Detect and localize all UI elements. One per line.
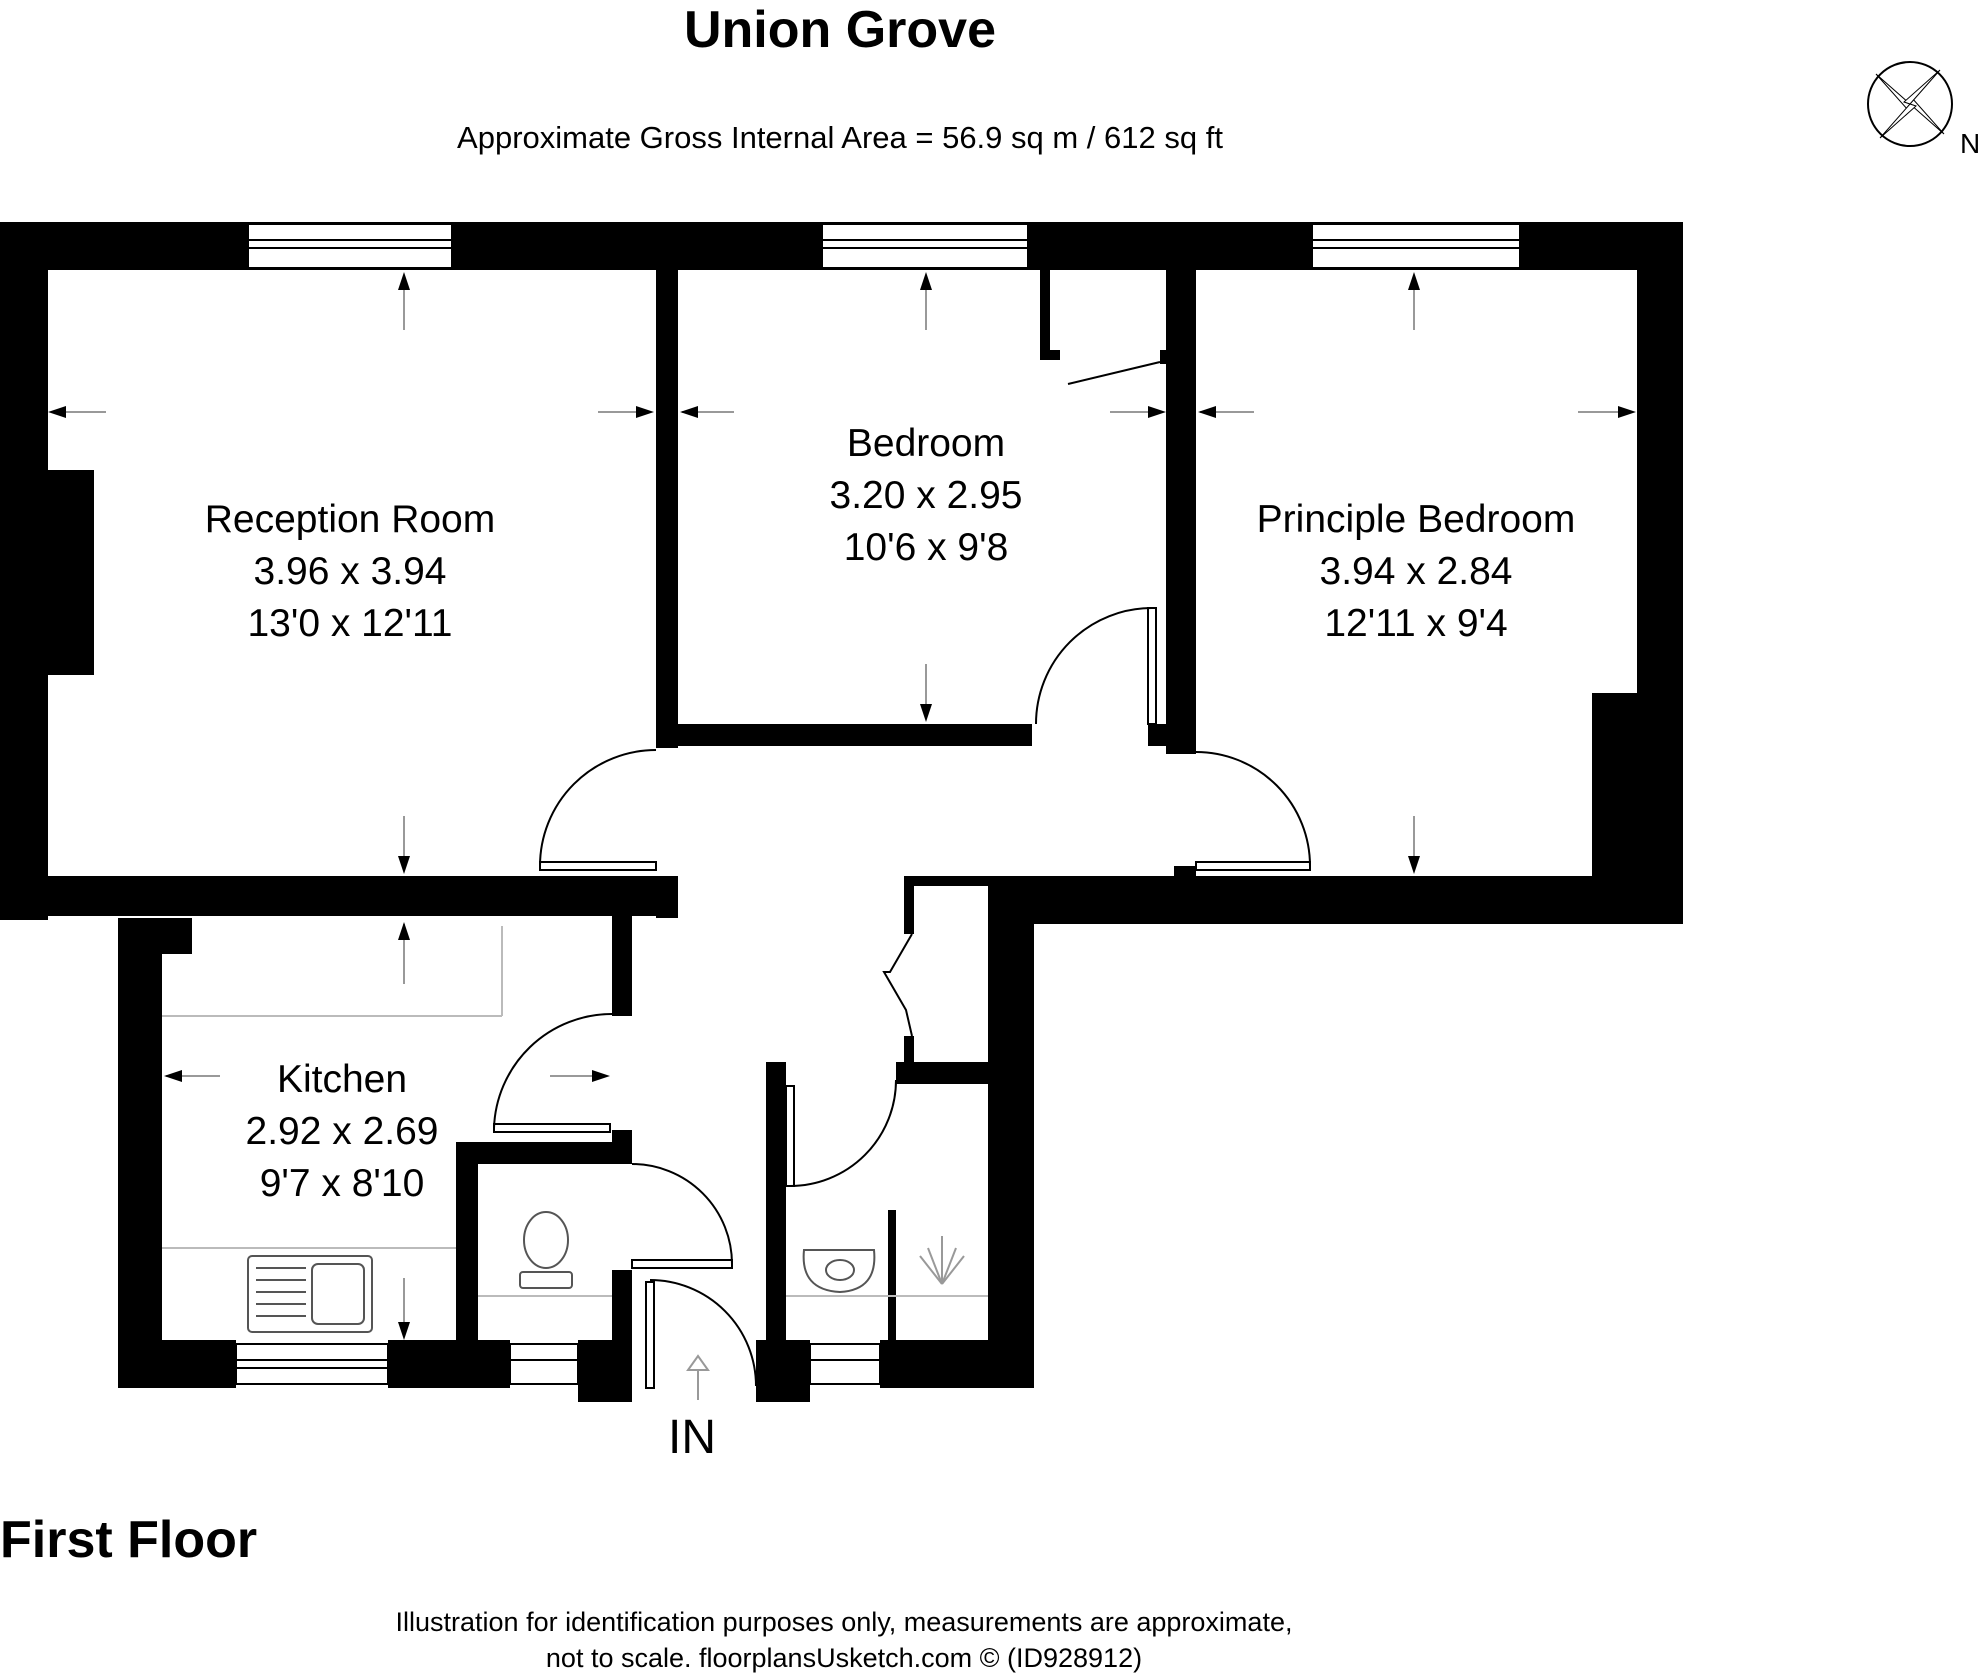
window-wc [509,1343,579,1385]
chimney-right [1592,693,1637,883]
wall-bath-right [988,880,1034,1388]
floor-label: First Floor [0,1511,258,1569]
entrance-label: IN [668,1411,716,1464]
windows [235,223,1521,1385]
room-imperial: 9'7 x 8'10 [259,1162,425,1205]
room-principle-bedroom: Principle Bedroom 3.94 x 2.84 12'11 x 9'… [1257,494,1576,650]
wall-wc-left [456,1142,478,1340]
door-bath [785,1085,795,1187]
door-wc [631,1259,733,1269]
wall-bedroom-bottom [678,724,1032,746]
disclaimer-line-1: Illustration for identification purposes… [395,1607,1293,1637]
window-principle [1311,223,1521,269]
wall-bedroom-principle [1166,270,1196,754]
wall-reception-bedroom [656,270,678,748]
wall-bath-top [896,1062,988,1084]
wall-bottom-a [118,1340,236,1388]
plan-title: Union Grove [683,1,997,59]
room-bedroom: Bedroom 3.20 x 2.95 10'6 x 9'8 [830,418,1023,574]
toilet [523,1211,569,1269]
fixtures [162,926,988,1333]
walls [0,222,1683,1402]
dimension-arrows [48,272,1636,1340]
disclaimer: Illustration for identification purposes… [0,1604,1688,1676]
window-reception [247,223,453,269]
compass-icon [1867,61,1953,147]
wall-bottom-c [578,1340,632,1402]
basin [802,1249,876,1294]
disclaimer-line-2: not to scale. floorplansUsketch.com © (I… [545,1643,1143,1673]
wall-hall-stub [656,876,678,918]
room-name: Bedroom [846,422,1006,465]
shower [919,1236,965,1285]
sink [247,1255,373,1333]
wall-bottom-b [388,1340,510,1388]
door-bedroom [1147,607,1157,725]
room-imperial: 12'11 x 9'4 [1324,602,1508,645]
wall-left [0,222,48,920]
door-principle [1195,861,1311,871]
door-reception [539,861,657,871]
room-metric: 3.94 x 2.84 [1319,550,1513,593]
wall-principle-bottom-stub [1174,866,1196,886]
wall-upper-bottom-right [988,876,1683,924]
door-entrance [645,1281,655,1389]
north-label: N [1960,128,1981,159]
room-name: Principle Bedroom [1256,498,1576,541]
chimney-left [48,470,94,675]
wall-right [1637,222,1683,924]
window-kitchen [235,1343,389,1385]
room-reception: Reception Room 3.96 x 3.94 13'0 x 12'11 [205,494,495,650]
room-metric: 3.96 x 3.94 [253,550,447,593]
room-imperial: 13'0 x 12'11 [247,602,453,645]
cupboard-wall-c [1160,350,1170,364]
wall-store-left [904,876,914,934]
room-name: Kitchen [276,1058,408,1101]
wall-bottom-d [756,1340,810,1402]
window-bedroom [821,223,1029,269]
wall-upper-bottom-right2 [904,876,988,886]
room-kitchen: Kitchen 2.92 x 2.69 9'7 x 8'10 [246,1054,439,1210]
room-name: Reception Room [204,498,496,541]
wall-store-left2 [904,1036,914,1062]
entrance-arrow [686,1354,710,1400]
wall-bath-partition [888,1210,896,1340]
wall-kitchen-top-stub [162,918,192,954]
cupboard-wall-b [1040,350,1060,360]
cupboard-wall-a [1040,270,1050,358]
room-metric: 2.92 x 2.69 [245,1110,439,1153]
window-bath [809,1343,881,1385]
area-text: Approximate Gross Internal Area = 56.9 s… [457,120,1223,155]
wall-wc-top [456,1142,632,1164]
room-metric: 3.20 x 2.95 [829,474,1023,517]
wall-kitchen-left [118,918,162,1388]
wall-bath-left [766,1062,786,1340]
room-imperial: 10'6 x 9'8 [843,526,1009,569]
wall-upper-bottom-left [0,876,678,916]
door-kitchen [493,1123,611,1133]
doors [493,361,1311,1389]
wall-principle-stub [1148,724,1196,746]
wall-kitchen-right-upper [612,916,632,1016]
